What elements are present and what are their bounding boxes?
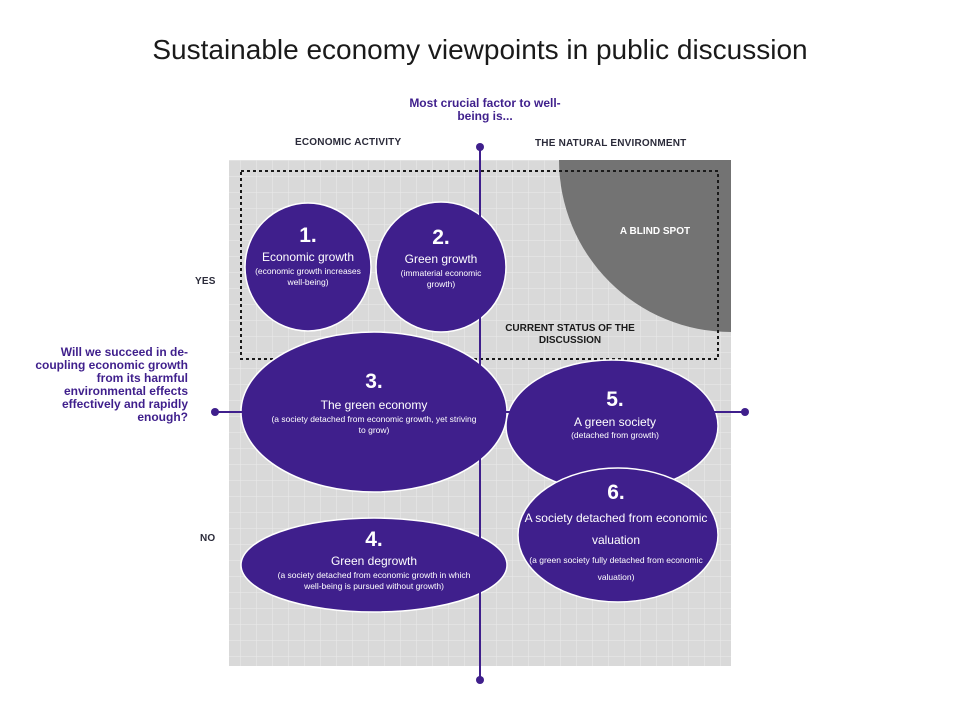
viewpoint-5-number: 5. bbox=[606, 388, 624, 411]
viewpoint-6-desc: (a green society fully detached from eco… bbox=[529, 555, 703, 582]
viewpoint-6-number: 6. bbox=[607, 481, 625, 504]
axis-endpoint-left bbox=[211, 408, 219, 416]
bubble-economic-growth bbox=[244, 202, 372, 332]
viewpoint-4-number: 4. bbox=[365, 528, 383, 551]
current-status-label: CURRENT STATUS OF THE DISCUSSION bbox=[505, 323, 635, 346]
viewpoint-2-number: 2. bbox=[432, 226, 450, 249]
bubble-detached-valuation bbox=[517, 467, 719, 603]
y-axis-top-label: YES bbox=[195, 276, 216, 287]
viewpoint-3-name: The green economy bbox=[320, 398, 428, 412]
x-axis-right-label: THE NATURAL ENVIRONMENT bbox=[535, 138, 687, 149]
viewpoint-5-name: A green society bbox=[573, 415, 657, 429]
viewpoint-1-number: 1. bbox=[299, 224, 317, 247]
bubble-green-degrowth bbox=[240, 517, 508, 613]
viewpoint-5: 5. A green society (detached from growth… bbox=[540, 388, 690, 441]
viewpoint-4-desc: (a society detached from economic growth… bbox=[277, 570, 471, 591]
viewpoint-3-number: 3. bbox=[365, 370, 383, 393]
blind-spot-label: A BLIND SPOT bbox=[619, 226, 691, 237]
blind-spot-quarter bbox=[559, 160, 731, 332]
viewpoint-3-desc: (a society detached from economic growth… bbox=[271, 414, 477, 435]
x-axis-left-label: ECONOMIC ACTIVITY bbox=[295, 137, 402, 148]
axis-endpoint-top bbox=[476, 143, 484, 151]
viewpoint-4-name: Green degrowth bbox=[330, 554, 418, 568]
axis-endpoint-bottom bbox=[476, 676, 484, 684]
viewpoint-2-desc: (immaterial economic growth) bbox=[400, 268, 482, 289]
viewpoint-2-name: Green growth bbox=[404, 252, 478, 266]
viewpoint-4: 4. Green degrowth (a society detached fr… bbox=[276, 528, 472, 592]
bubble-green-growth bbox=[375, 201, 507, 333]
y-axis-question: Will we succeed in de-coupling economic … bbox=[35, 345, 188, 424]
viewpoint-1-name: Economic growth bbox=[261, 250, 355, 264]
viewpoint-2: 2. Green growth (immaterial economic gro… bbox=[384, 226, 498, 290]
viewpoint-1-desc: (economic growth increases well-being) bbox=[255, 266, 361, 287]
viewpoint-1: 1. Economic growth (economic growth incr… bbox=[252, 224, 364, 288]
axis-endpoint-right bbox=[741, 408, 749, 416]
current-status-box bbox=[240, 170, 719, 360]
viewpoint-5-desc: (detached from growth) bbox=[571, 430, 659, 440]
viewpoint-3: 3. The green economy (a society detached… bbox=[270, 370, 478, 436]
viewpoint-6: 6. A society detached from economic valu… bbox=[516, 481, 716, 586]
x-axis-question: Most crucial factor to well-being is... bbox=[409, 96, 561, 123]
viewpoint-6-name: A society detached from economic valuati… bbox=[524, 511, 708, 547]
y-axis-bottom-label: NO bbox=[200, 533, 216, 544]
page-title: Sustainable economy viewpoints in public… bbox=[152, 34, 808, 65]
